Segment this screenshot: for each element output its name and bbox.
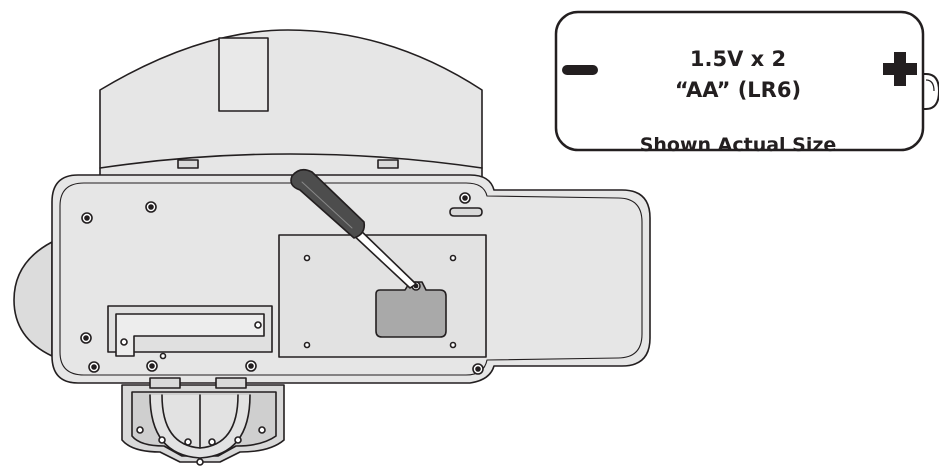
toy-device-bottom-view xyxy=(13,29,651,466)
battery-cover xyxy=(375,281,447,338)
aa-battery: 1.5V x 2 “AA” (LR6) xyxy=(554,10,939,152)
minus-icon xyxy=(562,65,598,75)
screwdriver xyxy=(290,168,417,289)
screwdriver-handle xyxy=(290,168,366,239)
slider-track-inner xyxy=(115,313,265,357)
hanger-latch xyxy=(449,207,483,217)
dome-seam xyxy=(99,153,483,169)
plus-icon xyxy=(883,52,917,86)
dome-clip-right xyxy=(377,159,399,169)
body-clip-left xyxy=(149,377,181,389)
side-wheel xyxy=(13,241,53,357)
body-clip-right xyxy=(215,377,247,389)
dome-clip-left xyxy=(177,159,199,169)
battery-body xyxy=(554,10,925,152)
top-dome xyxy=(99,29,483,179)
battery-type-label: “AA” (LR6) xyxy=(675,78,801,102)
battery-voltage-label: 1.5V x 2 xyxy=(690,47,786,71)
top-window xyxy=(218,37,269,112)
body-screws xyxy=(80,192,484,375)
gear-notch xyxy=(136,426,144,434)
actual-size-caption: Shown Actual Size xyxy=(640,134,837,156)
body-rim xyxy=(59,182,643,376)
